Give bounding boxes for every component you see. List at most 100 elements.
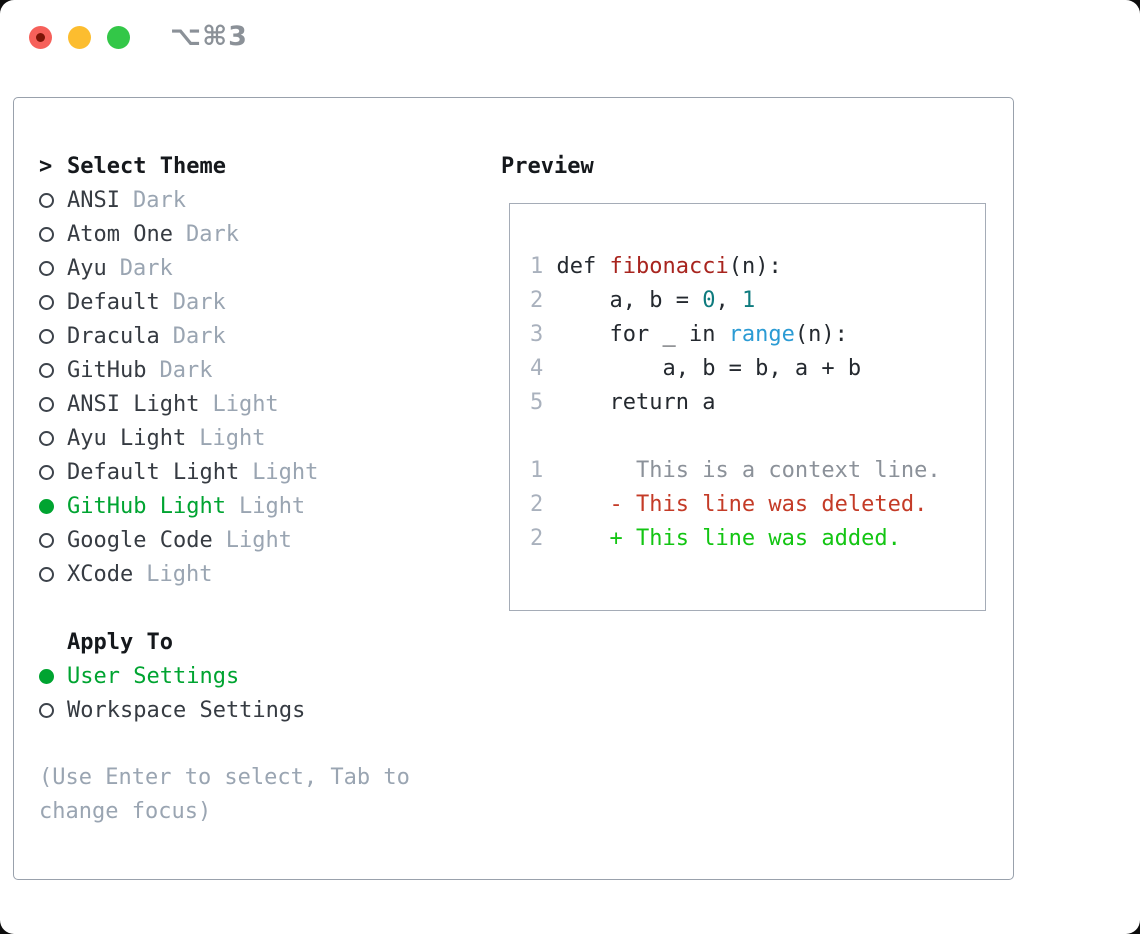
preview-column: Preview xyxy=(501,149,594,183)
code-segment-context: This is a context line. xyxy=(556,458,941,483)
radio-selected-icon xyxy=(39,498,54,514)
code-line xyxy=(530,420,985,454)
close-button-icon[interactable] xyxy=(29,26,52,49)
minimize-button-icon[interactable] xyxy=(68,26,91,49)
radio-icon xyxy=(39,396,54,412)
code-line: 5 return a xyxy=(530,386,985,420)
theme-name: Default Light xyxy=(67,459,240,485)
code-segment-lit: 1 xyxy=(741,288,756,313)
radio-icon xyxy=(39,464,54,480)
traffic-lights xyxy=(29,26,130,49)
code-segment-plain: for _ in xyxy=(556,322,729,347)
theme-name: ANSI xyxy=(67,187,120,213)
theme-name: Dracula xyxy=(67,323,160,349)
theme-variant: Light xyxy=(252,459,319,485)
radio-icon xyxy=(39,294,54,310)
radio-icon xyxy=(39,260,54,276)
theme-option-ansi[interactable]: ANSI Dark xyxy=(39,183,469,217)
code-segment-plain: (n): xyxy=(794,322,848,347)
code-segment-num: 2 xyxy=(530,288,557,313)
code-segment-plain: return a xyxy=(556,390,716,415)
radio-icon xyxy=(39,362,54,378)
code-segment-plain: a, b = xyxy=(556,288,703,313)
theme-variant: Light xyxy=(146,561,213,587)
theme-option-default-light[interactable]: Default Light Light xyxy=(39,455,469,489)
code-segment-plain: (n): xyxy=(728,254,782,279)
theme-name: Atom One xyxy=(67,221,173,247)
code-segment-plain: a, b = b, a + b xyxy=(556,356,862,381)
keyboard-hint: (Use Enter to select, Tab to change focu… xyxy=(39,765,410,824)
theme-name: XCode xyxy=(67,561,134,587)
radio-icon xyxy=(39,566,54,582)
code-line: 1 This is a context line. xyxy=(530,454,985,488)
theme-variant: Dark xyxy=(132,187,186,213)
code-segment-num: 3 xyxy=(530,322,557,347)
code-segment-num: 4 xyxy=(530,356,557,381)
maximize-button-icon[interactable] xyxy=(107,26,130,49)
theme-variant: Dark xyxy=(159,357,213,383)
theme-variant: Dark xyxy=(185,221,239,247)
apply-to-title: Apply To xyxy=(67,629,173,655)
code-segment-lit: 0 xyxy=(702,288,716,313)
apply-option-workspace-settings[interactable]: Workspace Settings xyxy=(39,693,469,727)
apply-to-header-row: Apply To xyxy=(39,625,469,659)
theme-option-atom-one[interactable]: Atom One Dark xyxy=(39,217,469,251)
theme-option-xcode[interactable]: XCode Light xyxy=(39,557,469,591)
radio-icon xyxy=(39,226,54,242)
code-segment-num: 1 xyxy=(530,254,557,279)
theme-option-ayu-light[interactable]: Ayu Light Light xyxy=(39,421,469,455)
code-line: 2 a, b = 0, 1 xyxy=(530,284,985,318)
theme-option-github[interactable]: GitHub Dark xyxy=(39,353,469,387)
code-segment-num: 2 xyxy=(530,492,557,517)
theme-name: ANSI Light xyxy=(67,391,200,417)
radio-icon xyxy=(39,532,54,548)
code-segment-del: - This line was deleted. xyxy=(556,492,928,517)
code-segment-add: + This line was added. xyxy=(556,526,901,551)
window-title: ⌥⌘3 xyxy=(170,21,248,52)
cursor-prompt-icon: > xyxy=(39,153,53,179)
code-line: 3 for _ in range(n): xyxy=(530,318,985,352)
select-theme-header-row: > Select Theme xyxy=(39,149,469,183)
code-segment-plain: def xyxy=(556,254,610,279)
theme-name: Ayu xyxy=(67,255,107,281)
theme-variant: Dark xyxy=(172,323,226,349)
theme-option-google-code[interactable]: Google Code Light xyxy=(39,523,469,557)
apply-option-label: User Settings xyxy=(67,663,240,689)
code-segment-plain: , xyxy=(715,288,742,313)
code-segment-num: 2 xyxy=(530,526,557,551)
preview-title: Preview xyxy=(501,153,594,179)
radio-selected-icon xyxy=(39,668,54,684)
code-line: 1 def fibonacci(n): xyxy=(530,250,985,284)
apply-option-user-settings[interactable]: User Settings xyxy=(39,659,469,693)
theme-option-ayu[interactable]: Ayu Dark xyxy=(39,251,469,285)
theme-option-dracula[interactable]: Dracula Dark xyxy=(39,319,469,353)
theme-name: GitHub Light xyxy=(67,493,226,519)
theme-option-ansi-light[interactable]: ANSI Light Light xyxy=(39,387,469,421)
apply-option-label: Workspace Settings xyxy=(67,697,306,723)
theme-variant: Light xyxy=(212,391,279,417)
theme-name: GitHub xyxy=(67,357,147,383)
theme-name: Ayu Light xyxy=(67,425,187,451)
titlebar: ⌥⌘3 xyxy=(0,0,1140,75)
radio-icon xyxy=(39,328,54,344)
theme-name: Google Code xyxy=(67,527,213,553)
radio-icon xyxy=(39,430,54,446)
theme-variant: Light xyxy=(199,425,266,451)
theme-name: Default xyxy=(67,289,160,315)
code-segment-num: 5 xyxy=(530,390,557,415)
select-theme-title: Select Theme xyxy=(67,153,226,179)
theme-variant: Light xyxy=(225,527,292,553)
code-segment-builtin: range xyxy=(728,322,795,347)
theme-variant: Dark xyxy=(119,255,173,281)
radio-icon xyxy=(39,702,54,718)
code-line: 4 a, b = b, a + b xyxy=(530,352,985,386)
